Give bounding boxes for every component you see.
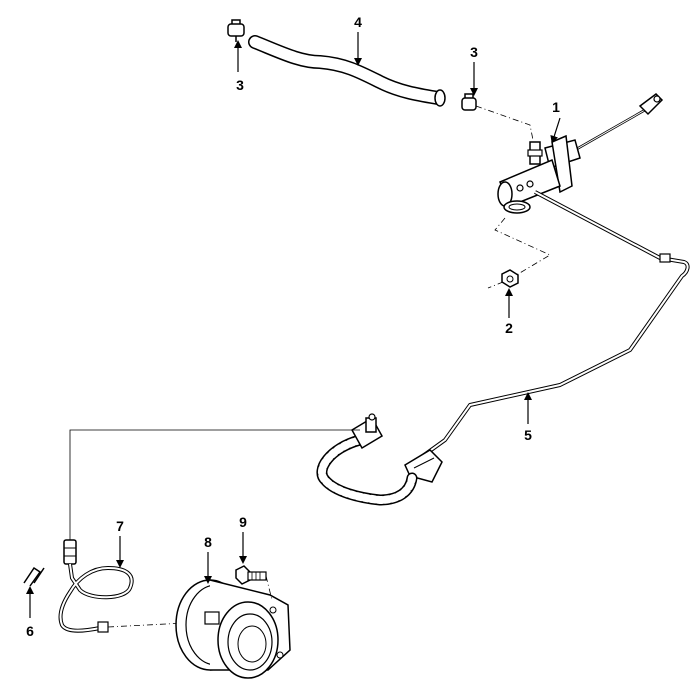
alignment-line-slave	[69, 429, 360, 540]
clutch-pipe	[404, 190, 690, 483]
mounting-bolt	[235, 565, 267, 585]
callout-6: 6	[26, 623, 34, 639]
hose-clamp-upper	[227, 19, 245, 42]
hose-clamp-lower	[461, 93, 477, 111]
callout-1: 1	[552, 99, 560, 115]
callout-2: 2	[505, 320, 513, 336]
callout-4: 4	[354, 14, 362, 30]
callout-9: 9	[239, 514, 247, 530]
retaining-clip	[23, 566, 45, 587]
leader-1	[550, 117, 561, 144]
mounting-nut	[501, 269, 519, 288]
callout-7: 7	[116, 518, 124, 534]
alignment-line-nut	[487, 217, 551, 289]
alignment-line-bolt	[265, 575, 273, 601]
callout-3-upper: 3	[236, 77, 244, 93]
slave-pipe	[58, 539, 134, 633]
slave-cylinder	[175, 579, 291, 679]
flexible-hose	[316, 413, 418, 506]
reservoir-hose	[248, 35, 446, 107]
callout-5: 5	[524, 427, 532, 443]
callout-8: 8	[204, 534, 212, 550]
callout-3-lower: 3	[470, 44, 478, 60]
alignment-line-hose	[475, 105, 534, 141]
master-cylinder	[497, 93, 664, 214]
